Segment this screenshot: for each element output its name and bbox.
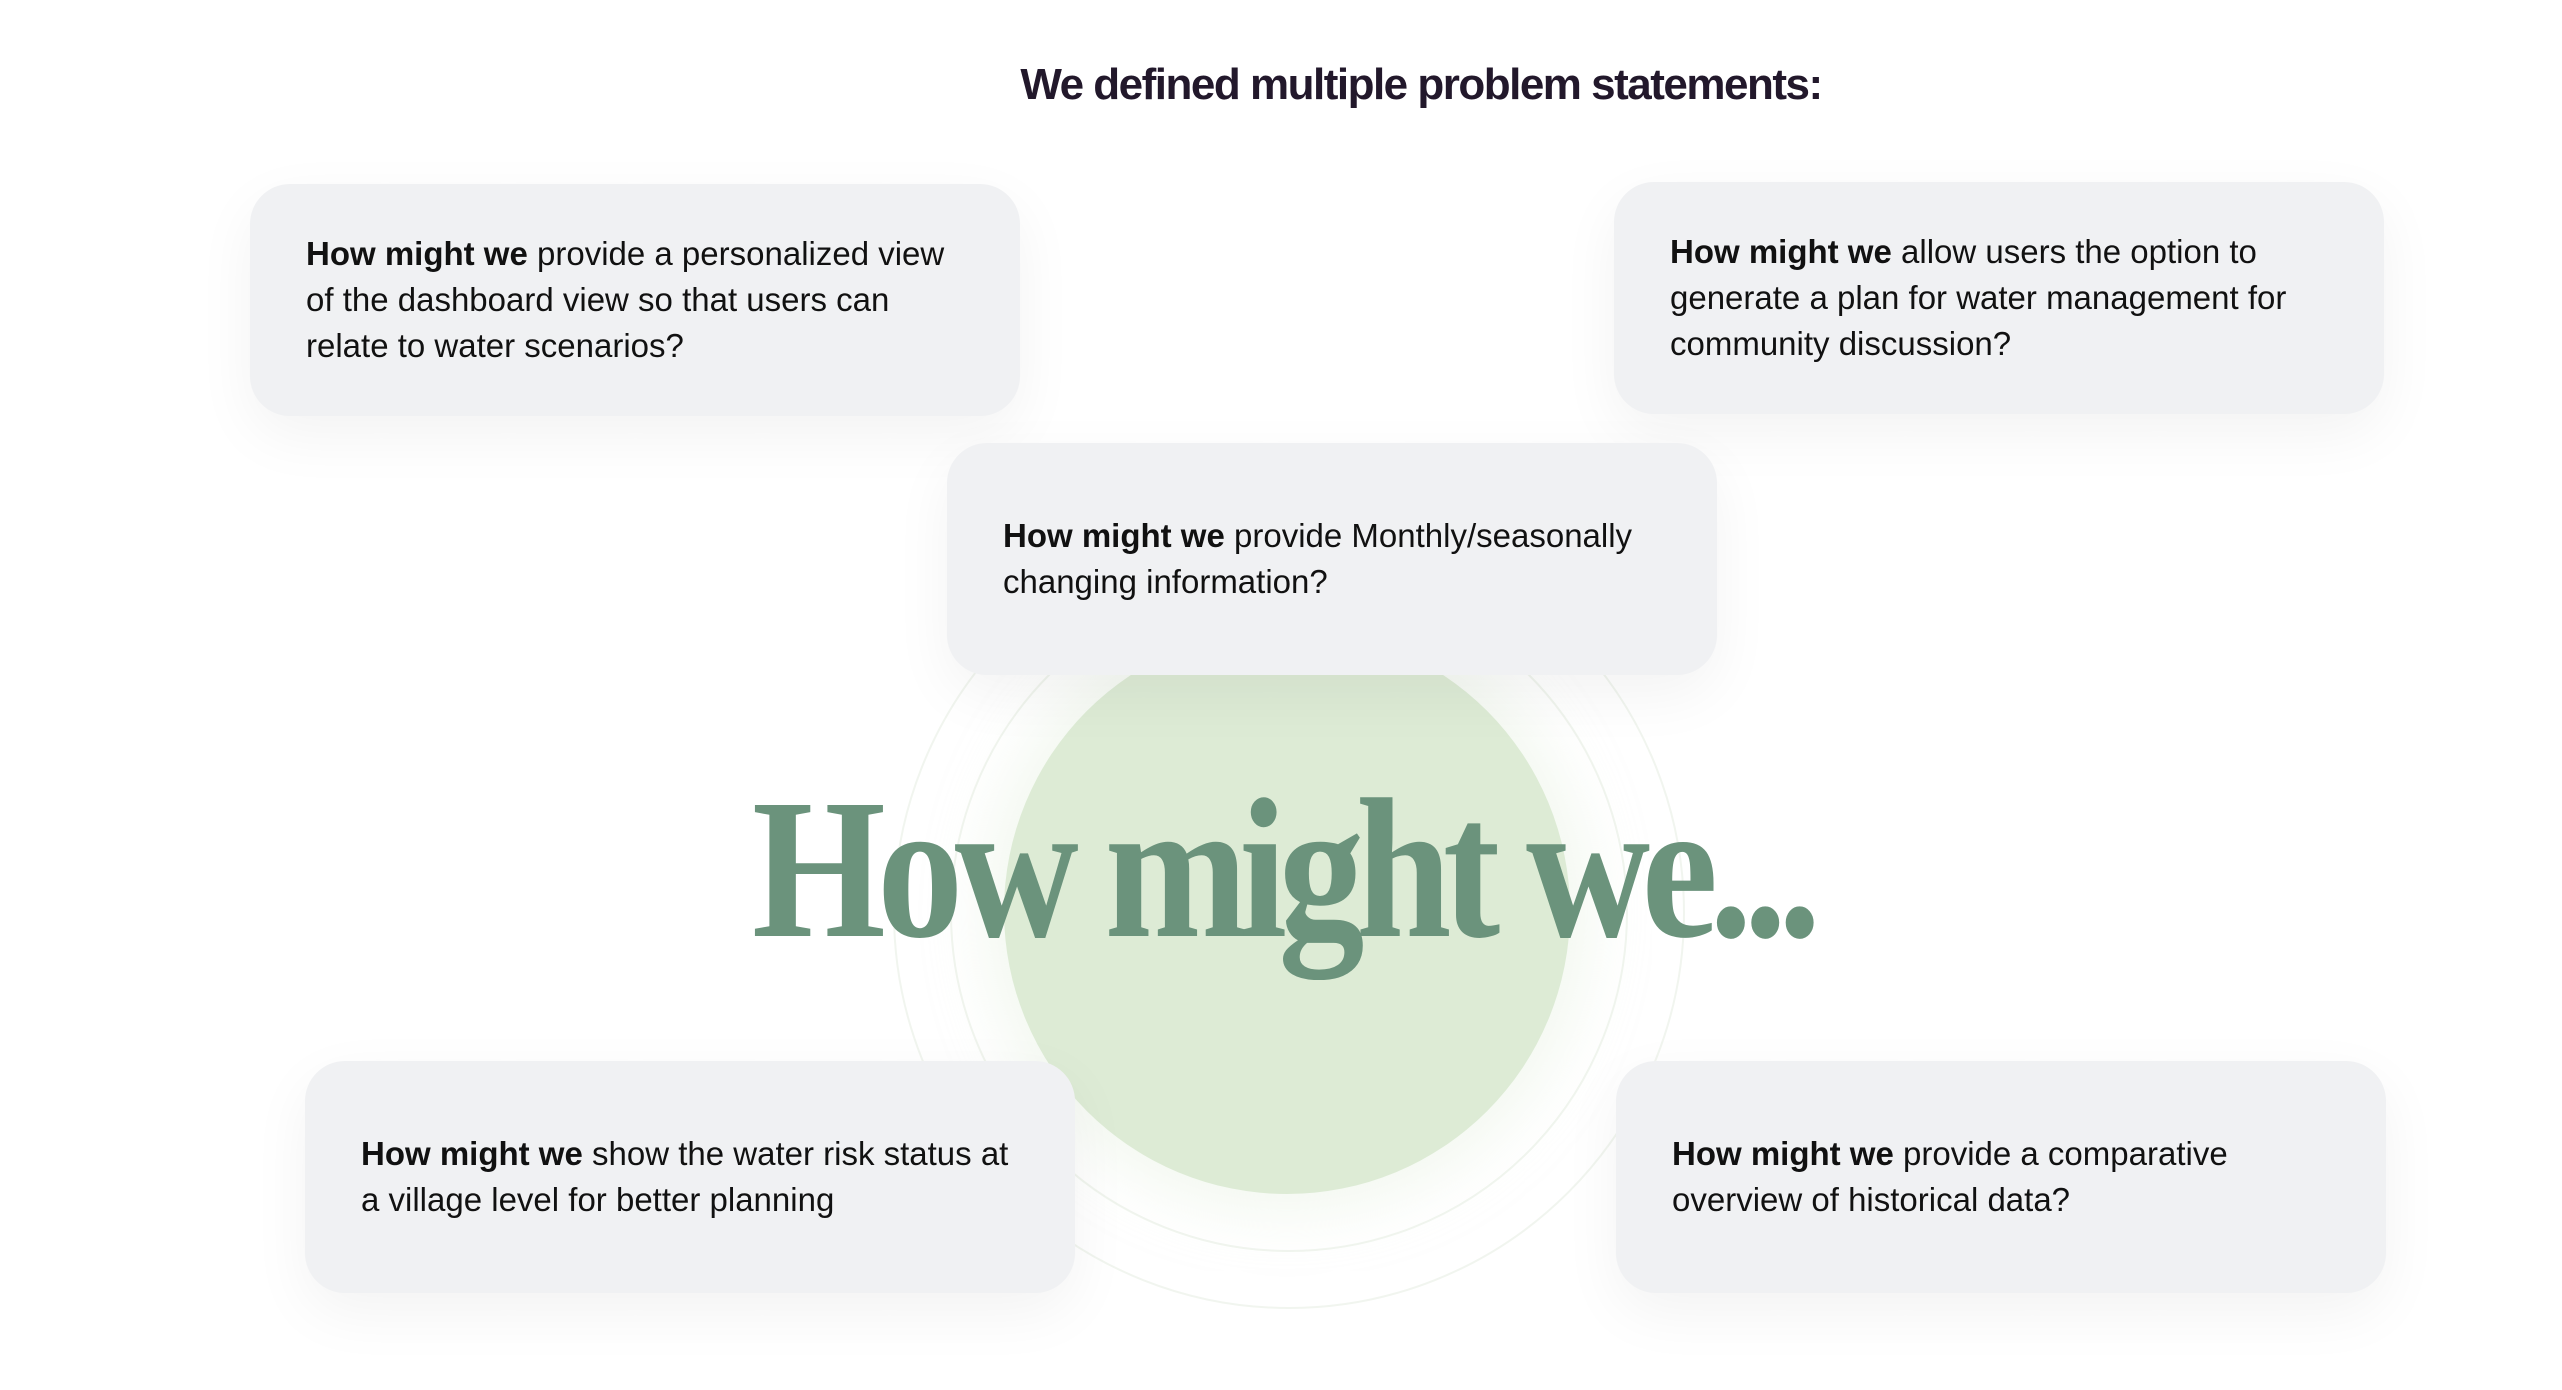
problem-card-2: How might we allow users the option to g…	[1614, 182, 2384, 414]
card-lead: How might we	[306, 235, 528, 272]
card-lead: How might we	[1672, 1135, 1894, 1172]
card-lead: How might we	[361, 1135, 583, 1172]
card-text: provide a comparative overview of histor…	[1672, 1135, 2228, 1218]
card-lead: How might we	[1003, 517, 1225, 554]
problem-card-3: How might we provide Monthly/seasonally …	[947, 443, 1717, 675]
card-text: provide Monthly/seasonally changing info…	[1003, 517, 1633, 600]
problem-card-1: How might we provide a personalized view…	[250, 184, 1020, 416]
card-text: show the water risk status at a village …	[361, 1135, 1009, 1218]
problem-card-4: How might we show the water risk status …	[305, 1061, 1075, 1293]
card-lead: How might we	[1670, 233, 1892, 270]
green-circle	[1004, 628, 1570, 1194]
hero-heading: How might we...	[752, 759, 1821, 980]
problem-card-5: How might we provide a comparative overv…	[1616, 1061, 2386, 1293]
card-text: provide a personalized view of the dashb…	[306, 235, 945, 364]
card-text: allow users the option to generate a pla…	[1670, 233, 2287, 362]
section-title: We defined multiple problem statements:	[1020, 60, 1823, 109]
